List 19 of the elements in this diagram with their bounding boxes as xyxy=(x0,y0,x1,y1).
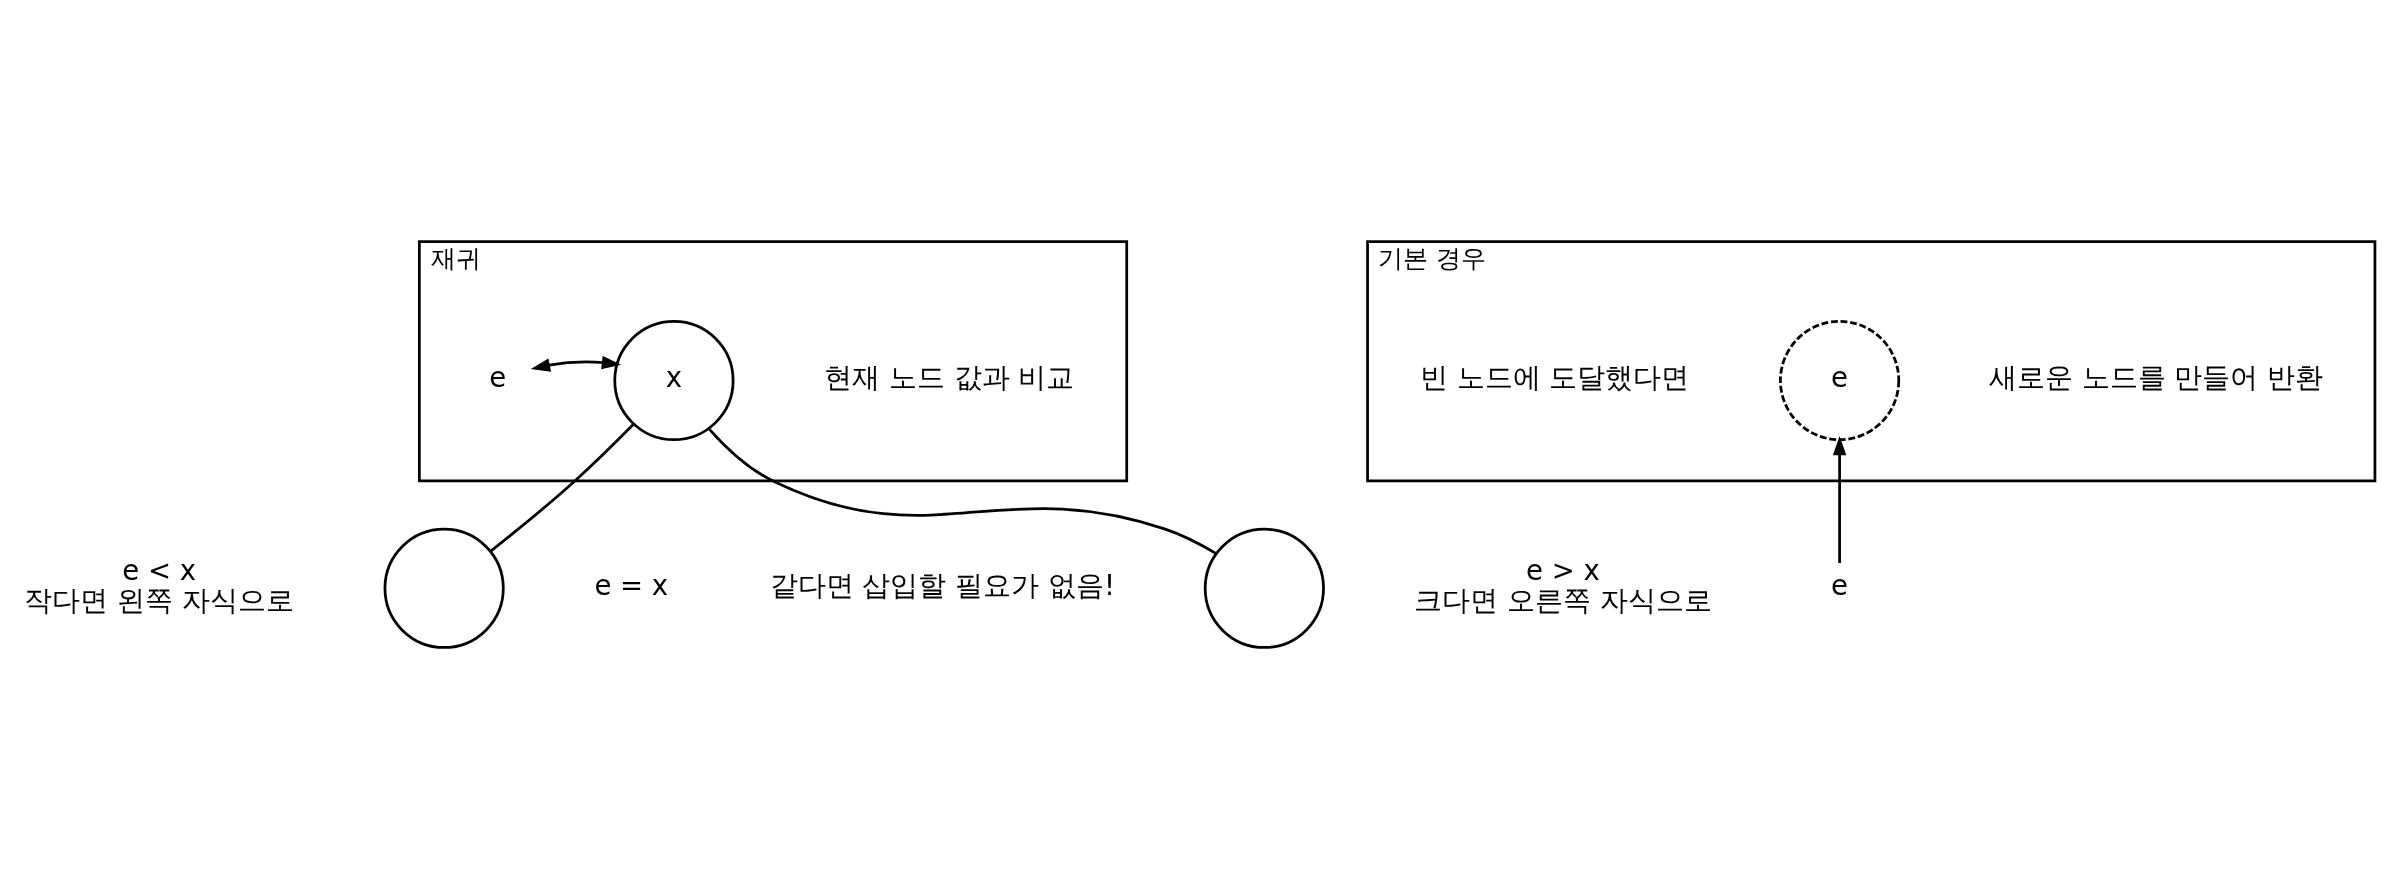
node-circle xyxy=(1203,527,1325,649)
node-text: e xyxy=(1831,569,1849,602)
node-circle xyxy=(383,527,505,649)
node-label: e < x xyxy=(122,554,197,587)
connector xyxy=(708,427,1217,555)
connector xyxy=(489,423,635,553)
node-text: e xyxy=(489,361,507,394)
label: e = x xyxy=(594,569,669,602)
node-label: 빈 노드에 도달했다면 xyxy=(1419,361,1690,394)
node-circle: e xyxy=(1779,319,1901,442)
node-label: e > x xyxy=(1526,554,1600,587)
arrow xyxy=(1832,435,1847,564)
node-label: 크다면 오른쪽 자식으로 xyxy=(1414,584,1712,617)
node-label: 작다면 왼쪽 자식으로 xyxy=(24,584,294,617)
node-circle: x xyxy=(613,319,735,442)
node-label: 새로운 노드를 만들어 반환 xyxy=(1988,361,2324,394)
label: 같다면 삽입할 필요가 없음! xyxy=(769,569,1115,602)
node-label: 현재 노드 값과 비교 xyxy=(824,361,1075,394)
arrow xyxy=(530,355,622,372)
